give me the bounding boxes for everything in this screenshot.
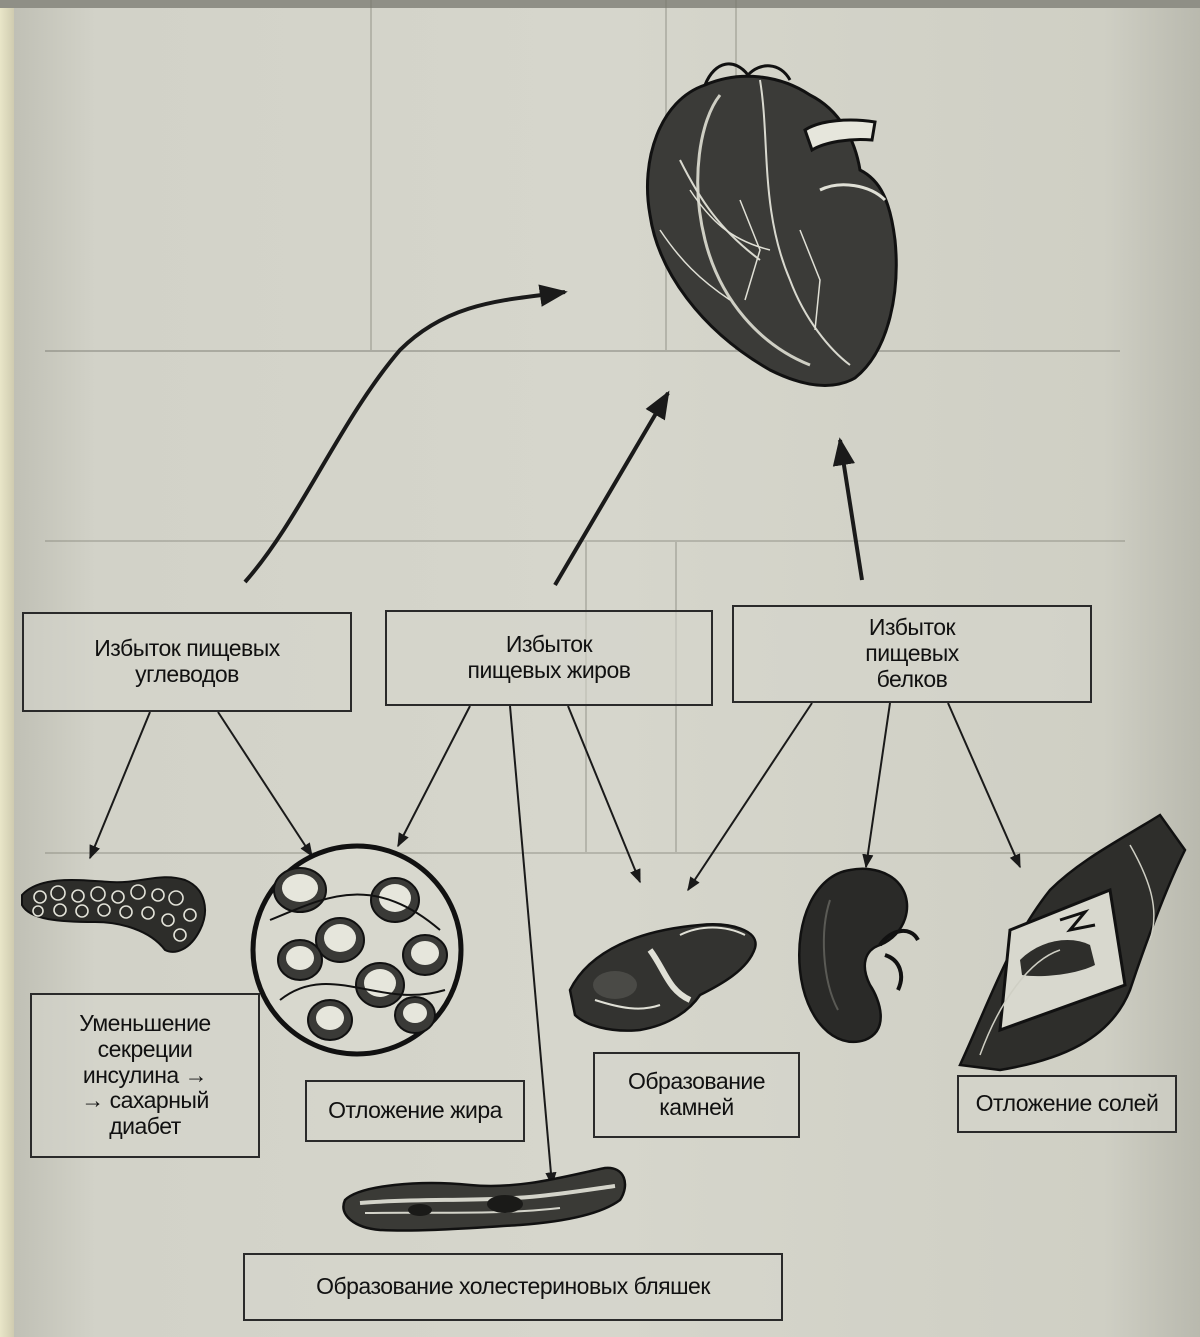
effect-stones-box: Образование камней — [593, 1052, 800, 1138]
effect-fat-deposit-box: Отложение жира — [305, 1080, 525, 1142]
arrow-fats-to-stones — [568, 706, 640, 882]
arrow-fats-to-heart — [555, 393, 668, 585]
artery-illustration — [343, 1168, 625, 1231]
arrow-proteins-to-joint — [948, 703, 1020, 867]
arrow-proteins-to-kidney — [866, 703, 890, 867]
arrow-carbs-to-fat — [218, 712, 312, 856]
effect-salts-box: Отложение солей — [957, 1075, 1177, 1133]
kidney-illustration — [799, 869, 918, 1042]
cause-proteins-box: Избыток пищевых белков — [732, 605, 1092, 703]
arrow-fats-to-fat — [398, 706, 470, 846]
effect-diabetes-box: Уменьшение секреции инсулина → → сахарны… — [30, 993, 260, 1158]
heart-illustration — [647, 64, 896, 386]
cause-fats-box: Избыток пищевых жиров — [385, 610, 713, 706]
cause-carbs-box: Избыток пищевых углеводов — [22, 612, 352, 712]
arrow-carbs-to-heart — [245, 292, 565, 582]
liver-illustration — [570, 924, 756, 1030]
joint-illustration — [960, 815, 1185, 1070]
arrow-carbs-to-pancreas — [90, 712, 150, 858]
pancreas-illustration — [22, 877, 205, 952]
fat-tissue-illustration — [253, 846, 461, 1054]
arrow-proteins-to-heart — [840, 440, 862, 580]
effect-plaques-box: Образование холестериновых бляшек — [243, 1253, 783, 1321]
arrow-proteins-to-stones — [688, 703, 812, 890]
